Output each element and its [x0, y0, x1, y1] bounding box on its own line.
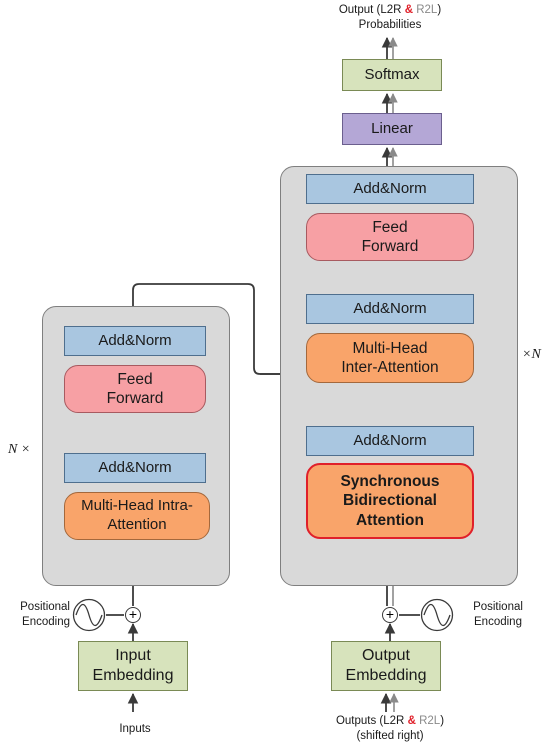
encoder-addnorm-bottom: Add&Norm	[64, 453, 206, 483]
encoder-sine-wave-icon	[72, 598, 106, 632]
outputs-label-amp: &	[407, 715, 416, 727]
output-probabilities-label: Output (L2R & R2L) Probabilities	[300, 3, 480, 33]
wire-12	[132, 283, 359, 387]
intra-attention-block: Multi-Head Intra- Attention	[64, 492, 210, 540]
synchronous-bidirectional-attention-block: Synchronous Bidirectional Attention	[306, 463, 474, 539]
outputs-label-r2l: R2L	[419, 715, 441, 727]
decoder-sine-wave-icon	[420, 598, 454, 632]
output-label-probabilities: Probabilities	[358, 18, 422, 31]
outputs-label-prefix: Outputs (L2R	[335, 715, 408, 727]
output-embedding-block: Output Embedding	[331, 641, 441, 691]
output-label-suffix: )	[437, 4, 442, 16]
encoder-repeat-label: N ×	[8, 442, 31, 457]
output-label-prefix: Output (L2R	[338, 4, 405, 16]
softmax-block: Softmax	[342, 59, 442, 91]
inter-attention-block: Multi-Head Inter-Attention	[306, 333, 474, 383]
encoder-positional-encoding-label: Positional Encoding	[20, 601, 70, 628]
decoder-addnorm-middle: Add&Norm	[306, 294, 474, 324]
decoder-plus-icon: +	[382, 607, 398, 623]
decoder-positional-encoding-label: Positional Encoding	[473, 601, 523, 628]
encoder-plus-icon: +	[125, 607, 141, 623]
decoder-addnorm-top: Add&Norm	[306, 174, 474, 204]
outputs-label-suffix: )	[440, 715, 445, 727]
linear-block: Linear	[342, 113, 442, 145]
outputs-shifted-right-label: Outputs (L2R & R2L) (shifted right)	[300, 714, 480, 744]
decoder-feed-forward: Feed Forward	[306, 213, 474, 261]
inputs-label: Inputs	[119, 723, 151, 735]
output-label-r2l: R2L	[416, 4, 438, 16]
decoder-addnorm-bottom: Add&Norm	[306, 426, 474, 456]
decoder-repeat-label: ×N	[522, 347, 541, 362]
input-embedding-block: Input Embedding	[78, 641, 188, 691]
output-label-amp: &	[404, 4, 413, 16]
outputs-label-shifted-right: (shifted right)	[356, 729, 424, 742]
encoder-addnorm-top: Add&Norm	[64, 326, 206, 356]
encoder-feed-forward: Feed Forward	[64, 365, 206, 413]
